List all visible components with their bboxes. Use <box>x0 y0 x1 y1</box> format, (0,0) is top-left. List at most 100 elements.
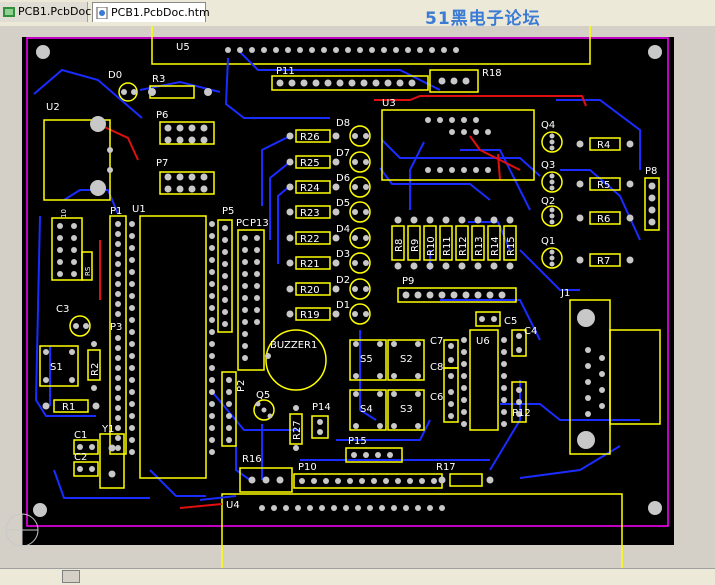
svg-text:J1: J1 <box>560 288 570 299</box>
svg-text:C5: C5 <box>504 316 517 327</box>
p9-header <box>397 287 517 303</box>
svg-text:Q2: Q2 <box>541 196 555 207</box>
r2-outline <box>87 349 101 381</box>
resistors-r4-r7 <box>576 137 634 267</box>
led-resistors <box>286 129 340 321</box>
svg-text:U1: U1 <box>132 204 146 215</box>
svg-text:D8: D8 <box>336 118 350 129</box>
svg-text:R20: R20 <box>300 285 320 296</box>
horizontal-scrollbar[interactable] <box>0 568 715 585</box>
switch-matrix <box>349 339 425 431</box>
c4-outline <box>511 329 527 357</box>
svg-text:D2: D2 <box>336 275 350 286</box>
u3-outline <box>381 109 535 181</box>
svg-text:Y1: Y1 <box>101 424 114 435</box>
p1-p3-header <box>109 215 127 455</box>
u5-pins <box>225 47 459 53</box>
svg-text:P9: P9 <box>402 276 414 287</box>
html-doc-icon <box>96 7 108 19</box>
p13-header <box>237 229 265 371</box>
c3-outline <box>69 315 91 337</box>
svg-text:P3: P3 <box>110 322 122 333</box>
svg-text:D4: D4 <box>336 224 350 235</box>
svg-text:R7: R7 <box>597 256 610 267</box>
y1-crystal <box>99 433 125 489</box>
led-array <box>349 125 371 325</box>
mounting-holes <box>33 45 662 517</box>
r16-outline <box>239 467 293 493</box>
svg-text:R16: R16 <box>242 454 262 465</box>
r1-outline <box>53 399 89 413</box>
svg-text:P12: P12 <box>512 408 531 419</box>
bottom-layer-traces <box>33 49 641 501</box>
tab-pcb-doc-htm[interactable]: PCB1.PcbDoc.htm <box>92 2 210 22</box>
svg-text:PC: PC <box>236 218 249 229</box>
u2-outline <box>43 119 111 201</box>
svg-text:R1: R1 <box>62 402 75 413</box>
tab-label: PCB1.PcbDoc.htm <box>111 6 210 19</box>
svg-text:RS: RS <box>84 266 92 276</box>
svg-text:S3: S3 <box>400 404 413 415</box>
svg-text:R18: R18 <box>482 68 502 79</box>
svg-text:C4: C4 <box>524 326 537 337</box>
s1-switch <box>39 345 79 387</box>
svg-text:R27: R27 <box>292 420 303 440</box>
rs-outline <box>81 251 93 281</box>
pcb-board-canvas[interactable]: U5 P11 R18 D0 R3 U2 P6 P7 U3 Q4 R4 Q3 R5… <box>0 26 715 568</box>
tab-pcb-doc[interactable]: PCB1.PcbDoc <box>0 2 91 22</box>
pcb-doc-icon <box>3 7 15 17</box>
svg-text:D0: D0 <box>108 70 122 81</box>
svg-text:U4: U4 <box>226 500 240 511</box>
svg-text:R3: R3 <box>152 74 165 85</box>
svg-text:P11: P11 <box>276 66 295 77</box>
svg-text:D6: D6 <box>336 173 350 184</box>
buzzer-outline <box>265 329 327 391</box>
svg-text:R8: R8 <box>394 239 405 252</box>
svg-text:S1: S1 <box>50 362 63 373</box>
svg-text:R23: R23 <box>300 208 320 219</box>
svg-text:R6: R6 <box>597 214 610 225</box>
svg-text:C2: C2 <box>74 452 87 463</box>
r27-outline <box>289 413 303 445</box>
svg-text:U2: U2 <box>46 102 60 113</box>
scrollbar-thumb[interactable] <box>62 570 80 583</box>
u1-pins <box>129 221 215 455</box>
svg-text:S4: S4 <box>360 404 373 415</box>
svg-text:Q1: Q1 <box>541 236 555 247</box>
svg-text:P1: P1 <box>110 206 122 217</box>
svg-text:C1: C1 <box>74 430 87 441</box>
svg-text:R2: R2 <box>90 363 101 376</box>
p5-header <box>217 219 233 333</box>
svg-text:C3: C3 <box>56 304 69 315</box>
svg-text:S2: S2 <box>400 354 413 365</box>
svg-text:R26: R26 <box>300 132 320 143</box>
p15-header <box>345 447 403 463</box>
svg-text:R14: R14 <box>490 236 501 256</box>
svg-text:C6: C6 <box>430 392 443 403</box>
svg-text:U6: U6 <box>476 336 490 347</box>
watermark-text: 51黑电子论坛 <box>425 9 541 29</box>
svg-text:C8: C8 <box>430 362 443 373</box>
pcb-viewport[interactable]: U5 P11 R18 D0 R3 U2 P6 P7 U3 Q4 R4 Q3 R5… <box>0 26 715 568</box>
document-tab-bar: PCB1.PcbDoc PCB1.PcbDoc.htm 51黑电子论坛 <box>0 0 715 29</box>
svg-text:10: 10 <box>60 209 68 218</box>
svg-text:P13: P13 <box>250 218 269 229</box>
isp-header <box>51 217 83 281</box>
p1-pins <box>115 221 121 451</box>
transistors-q1-q4 <box>541 131 563 269</box>
svg-text:P10: P10 <box>298 462 317 473</box>
svg-text:R10: R10 <box>426 236 437 256</box>
svg-text:R25: R25 <box>300 158 320 169</box>
svg-text:U3: U3 <box>382 98 396 109</box>
svg-text:C7: C7 <box>430 336 443 347</box>
svg-text:Q3: Q3 <box>541 160 555 171</box>
c5-outline <box>475 311 501 327</box>
svg-text:P2: P2 <box>236 380 247 392</box>
u4-silk-outline <box>221 493 623 568</box>
svg-text:P14: P14 <box>312 402 331 413</box>
svg-text:P15: P15 <box>348 436 367 447</box>
c2-outline <box>73 461 99 477</box>
u1-mcu-outline <box>139 215 207 479</box>
p2-header <box>221 371 237 447</box>
svg-text:D3: D3 <box>336 249 350 260</box>
